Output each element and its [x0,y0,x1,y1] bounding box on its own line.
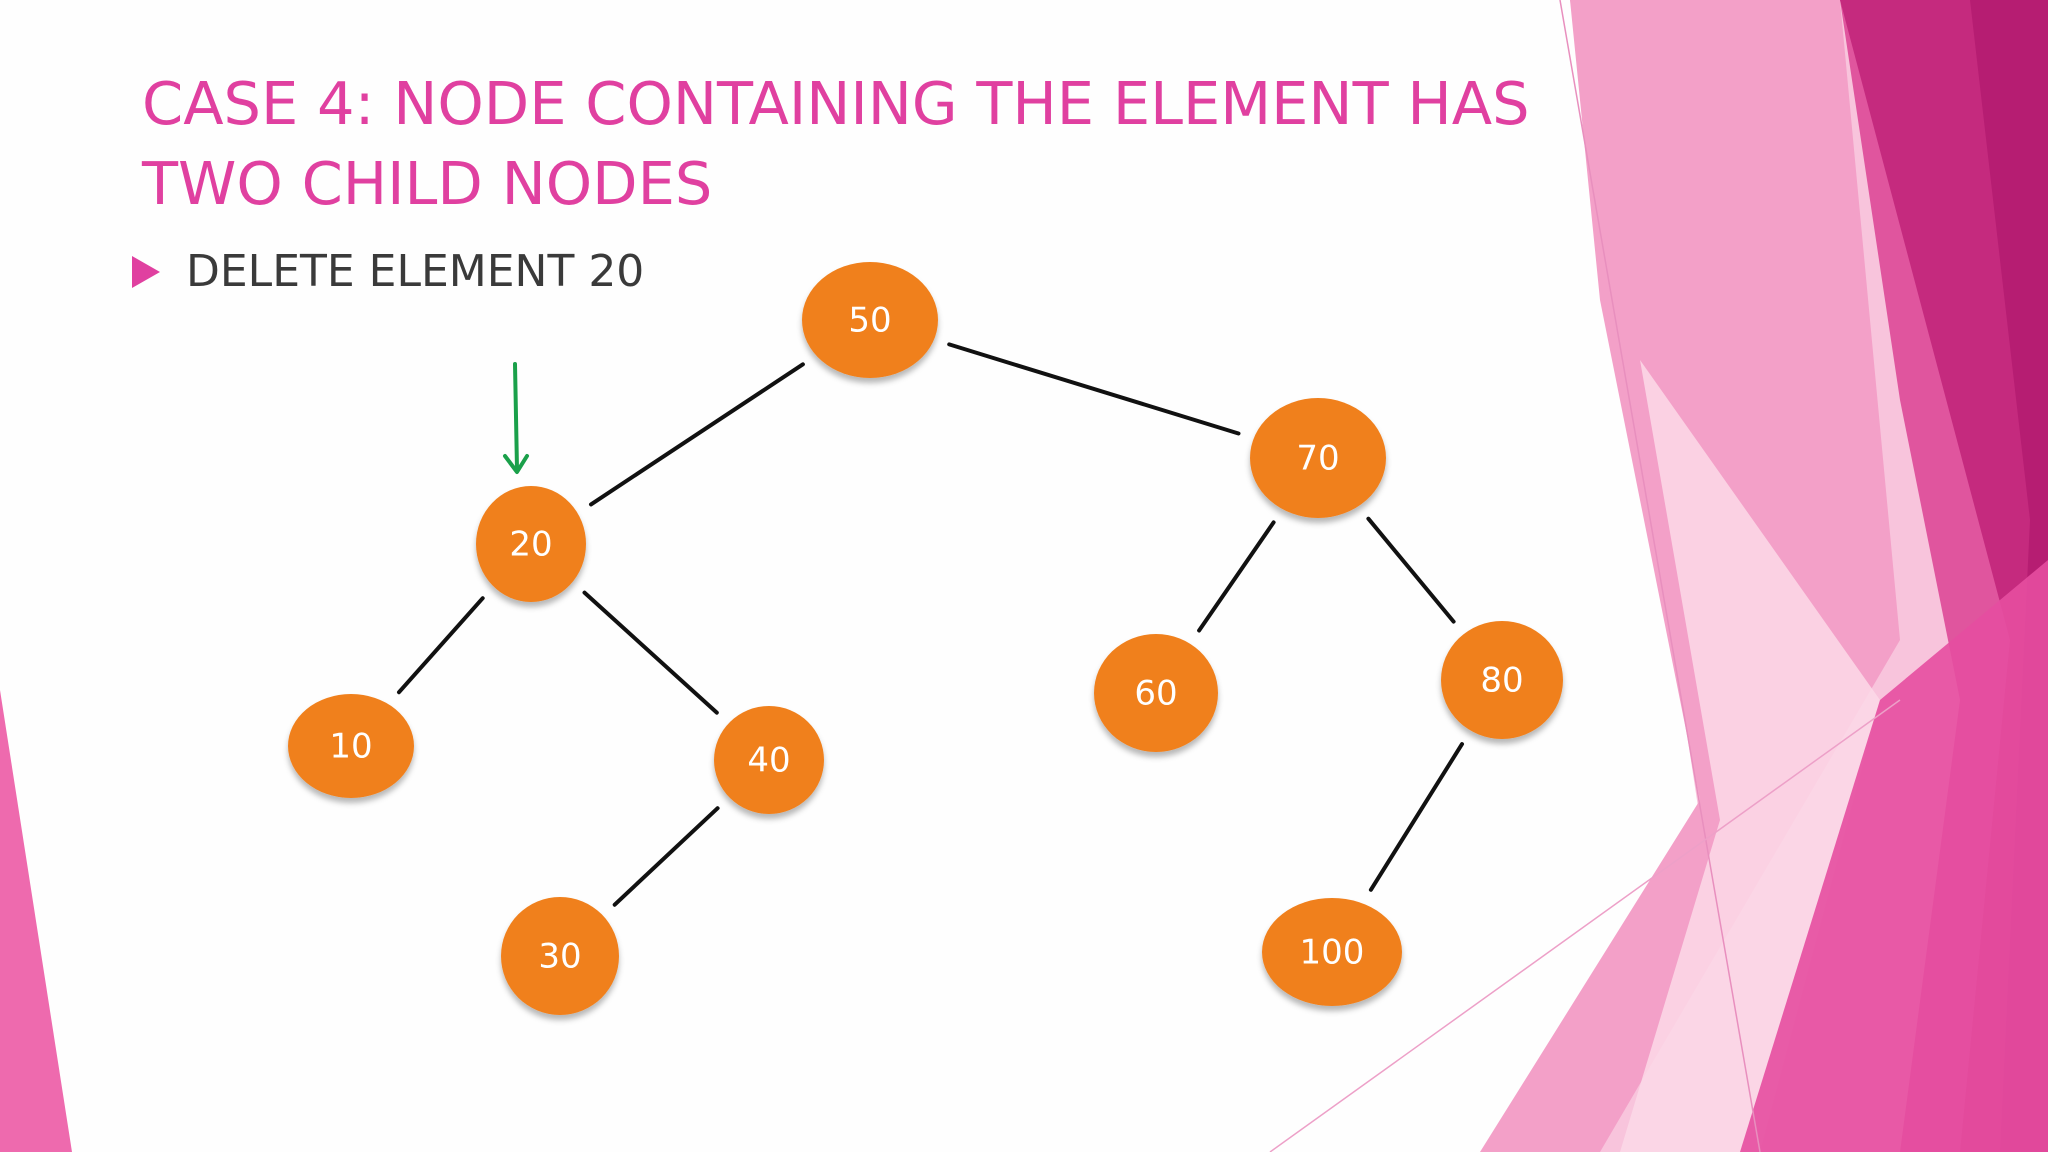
tree-node-circle [501,897,619,1015]
diagonal-line [1269,699,1901,1152]
tree-node-label: 50 [848,301,891,341]
tree-node-label: 70 [1296,439,1339,479]
tree-edge [1366,516,1456,624]
tree-node: 100 [1262,898,1402,1006]
tree-node-label: 10 [329,727,372,767]
left-accent-shape [0,690,72,1152]
tree-node-circle [1094,634,1218,752]
slide-title: CASE 4: NODE CONTAINING THE ELEMENT HAS … [142,69,1530,218]
tree-edge [1368,742,1464,892]
tree-edges [397,342,1464,907]
tree-node-circle [1250,398,1386,518]
tree-node-circle [802,262,938,378]
tree-node-label: 60 [1134,674,1177,714]
tree-edge [612,806,720,907]
tree-node: 10 [288,694,414,798]
tree-node: 40 [714,706,824,814]
tree-edge [1197,520,1276,633]
tree-node: 60 [1094,634,1218,752]
tree-node: 20 [476,486,586,602]
tree-edge [397,596,485,695]
down-arrow-icon [503,362,529,474]
right-facet-pale [1620,360,1880,1152]
bullet-text: DELETE ELEMENT 20 [186,246,645,297]
tree-nodes: 50 70 20 10 40 30 60 80 100 [288,262,1563,1015]
triangle-bullet-icon [132,256,160,288]
tree-node-label: 40 [747,741,790,781]
tree-node: 70 [1250,398,1386,518]
tree-node-circle [1441,621,1563,739]
tree-edge [589,362,805,507]
right-facet-bottom [1740,560,2048,1152]
tree-node: 80 [1441,621,1563,739]
tree-node-label: 30 [538,937,581,977]
tree-node-circle [476,486,586,602]
pointer [503,362,529,474]
diagonal-line [1559,0,1761,1152]
tree-node-circle [1262,898,1402,1006]
tree-edge [582,590,719,715]
tree-node-label: 20 [509,525,552,565]
tree-node-circle [288,694,414,798]
tree-edge [947,342,1241,436]
tree-node-circle [714,706,824,814]
tree-node-label: 80 [1480,661,1523,701]
bullet-item: DELETE ELEMENT 20 [132,244,644,300]
tree-node: 50 [802,262,938,378]
tree-node-label: 100 [1300,933,1365,973]
tree-node: 30 [501,897,619,1015]
